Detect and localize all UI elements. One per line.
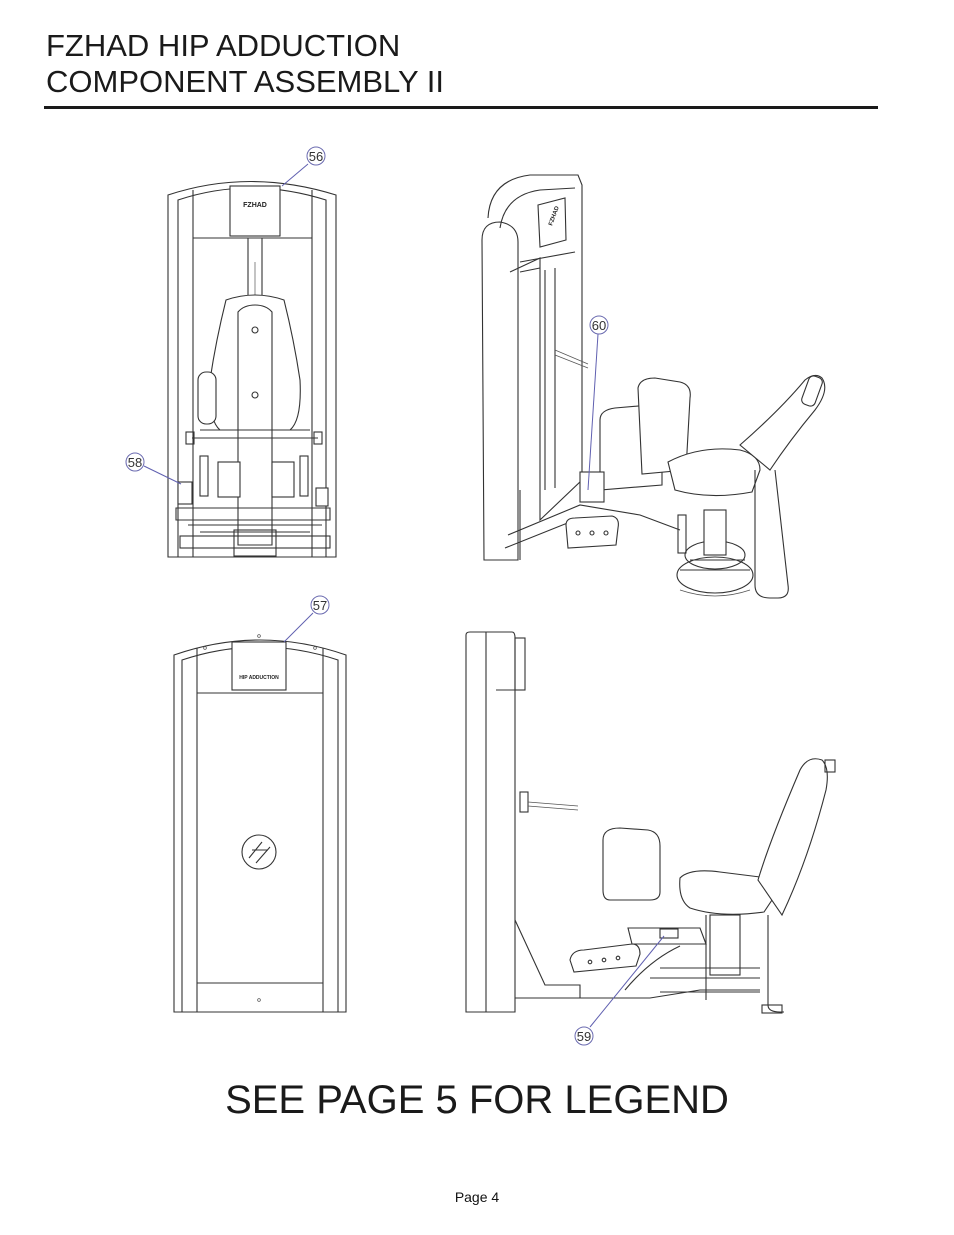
callout-56: 56 bbox=[306, 146, 326, 166]
callout-58: 58 bbox=[125, 452, 145, 472]
front-logo-label: FZHAD bbox=[243, 202, 267, 209]
callout-56-label: 56 bbox=[309, 149, 323, 164]
callout-60-label: 60 bbox=[592, 318, 606, 333]
rear-plate-label: HIP ADDUCTION bbox=[239, 675, 279, 681]
front-view: FZHAD bbox=[167, 180, 337, 558]
title-rule bbox=[44, 106, 878, 109]
callout-59: 59 bbox=[574, 1026, 594, 1046]
callout-60: 60 bbox=[589, 315, 609, 335]
page-number: Page 4 bbox=[454, 1189, 500, 1205]
leader-59 bbox=[589, 935, 665, 1028]
leader-60 bbox=[587, 333, 599, 491]
page-title: FZHAD HIP ADDUCTION COMPONENT ASSEMBLY I… bbox=[46, 28, 444, 100]
leader-56 bbox=[281, 163, 309, 187]
rear-view: HIP ADDUCTION bbox=[173, 634, 347, 1013]
callout-59-label: 59 bbox=[577, 1029, 591, 1044]
legend-note: SEE PAGE 5 FOR LEGEND bbox=[225, 1078, 729, 1122]
leader-57 bbox=[283, 612, 314, 643]
leader-58 bbox=[143, 465, 182, 485]
title-line-1: FZHAD HIP ADDUCTION bbox=[46, 28, 401, 63]
callout-58-label: 58 bbox=[128, 455, 142, 470]
callout-57: 57 bbox=[310, 595, 330, 615]
isometric-view: FZHAD bbox=[481, 174, 826, 599]
title-line-2: COMPONENT ASSEMBLY II bbox=[46, 64, 444, 99]
callout-57-label: 57 bbox=[313, 598, 327, 613]
side-view bbox=[465, 631, 836, 1014]
